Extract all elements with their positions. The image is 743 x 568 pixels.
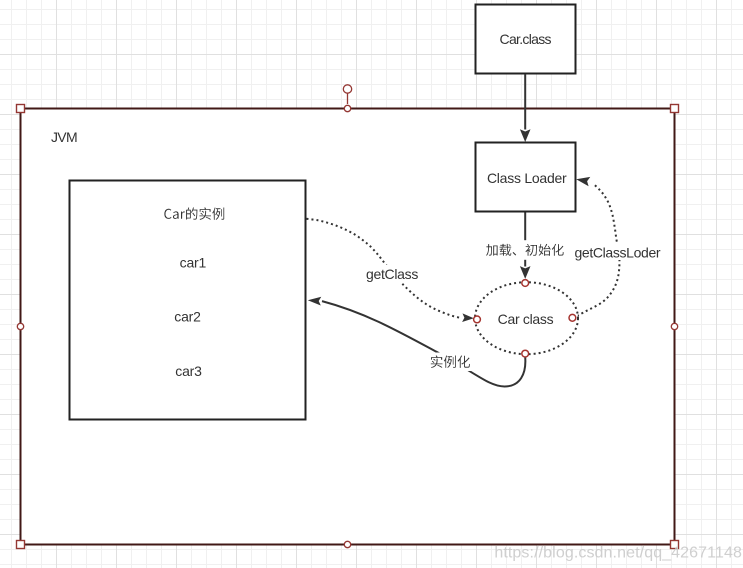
svg-text:https://blog.csdn.net/qq_42671: https://blog.csdn.net/qq_42671148 [494, 544, 742, 561]
svg-text:JVM: JVM [51, 129, 77, 145]
svg-text:Car class: Car class [498, 311, 554, 327]
svg-text:Car.class: Car.class [500, 31, 552, 47]
svg-text:getClassLoder: getClassLoder [575, 245, 661, 261]
svg-text:car2: car2 [174, 309, 201, 325]
svg-text:car1: car1 [180, 254, 207, 270]
svg-text:Class Loader: Class Loader [487, 170, 567, 186]
svg-text:car3: car3 [175, 363, 202, 379]
svg-text:getClass: getClass [366, 266, 418, 282]
